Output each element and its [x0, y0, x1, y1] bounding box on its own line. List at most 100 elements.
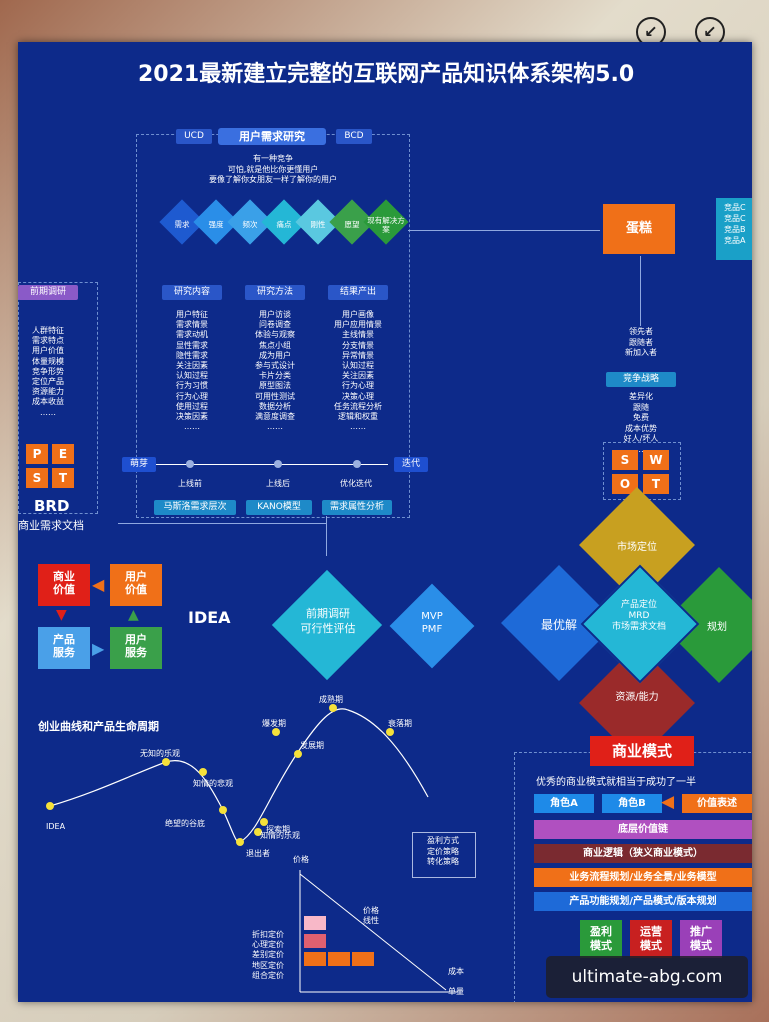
- list-item: 成为用户: [259, 350, 291, 360]
- list-item: 差异化: [629, 392, 653, 401]
- swot-w: W: [643, 450, 669, 470]
- list-item: 行为习惯: [176, 381, 208, 391]
- curve-label: 衰落期: [388, 719, 412, 728]
- price-line-label: 价格 线性: [363, 906, 379, 925]
- research-intro: 有一种竞争可怕,就是他比你更懂用户要像了解你女朋友一样了解你的用户: [209, 154, 337, 184]
- curve-dot: [272, 728, 280, 736]
- pre-research-list: 人群特征需求特点用户价值体量规模竞争形势定位产品资源能力成本收益……: [18, 326, 78, 418]
- user-value-box: 用户 价值: [110, 564, 162, 606]
- best-label: 最优解: [540, 618, 577, 632]
- plan-label: 规划: [707, 622, 727, 633]
- brd-title: BRD: [34, 497, 70, 515]
- list-item: 分支情景: [342, 340, 374, 350]
- pricing-chart: [299, 870, 458, 993]
- connector: [326, 516, 328, 556]
- timeline-label: 上线前: [178, 479, 202, 488]
- curve-dot: [162, 758, 170, 766]
- list-item: 可用性测试: [255, 391, 295, 401]
- list-item: ……: [350, 422, 366, 432]
- list-item: 异常情景: [342, 350, 374, 360]
- curve-dot: [236, 838, 244, 846]
- arrow-up-icon: ▲: [128, 607, 139, 623]
- list-item: 需求特点: [32, 336, 64, 346]
- list-item: 行为心理: [176, 391, 208, 401]
- list-item: 决策心理: [342, 391, 374, 401]
- research-output-list: 用户画像用户应用情景主线情景分支情景异常情景认知过程关注因素行为心理决策心理任务…: [320, 310, 396, 432]
- curve-dot: [199, 768, 207, 776]
- col-head-content: 研究内容: [162, 285, 222, 300]
- biz-value-box: 商业 价值: [38, 564, 90, 606]
- promo-mode: 推广 模式: [680, 920, 722, 958]
- role-b: 角色B: [602, 794, 662, 813]
- research-diamond-label: 需求: [174, 220, 190, 229]
- research-diamond-label: 愿望: [344, 220, 360, 229]
- curve-dot: [329, 704, 337, 712]
- list-item: 隐性需求: [176, 350, 208, 360]
- curve-label: 成熟期: [319, 695, 343, 704]
- list-item: 主线情景: [342, 330, 374, 340]
- list-item: 认知过程: [342, 361, 374, 371]
- pest-s: S: [26, 468, 48, 488]
- timeline-dot: [353, 460, 361, 468]
- curve-label: 退出者: [246, 849, 270, 858]
- research-heading: 用户需求研究: [218, 128, 326, 145]
- research-diamond-label: 频次: [242, 220, 258, 229]
- research-diamond-label: 强度: [208, 220, 224, 229]
- list-item: 用户访谈: [259, 310, 291, 319]
- connector: [640, 256, 642, 326]
- list-item: 用户价值: [32, 346, 64, 356]
- pricing-x-label: 单量: [448, 987, 464, 996]
- list-item: ……: [633, 444, 649, 454]
- ucd-tag: UCD: [176, 129, 212, 144]
- profit-list: 盈利方式定价策略转化策略: [427, 836, 459, 866]
- list-item: 焦点小组: [259, 340, 291, 350]
- pricing-y-label: 价格: [293, 855, 309, 864]
- curve-label: 无知的乐观: [140, 749, 180, 758]
- pricing-bar: [304, 916, 326, 930]
- list-item: 认知过程: [176, 371, 208, 381]
- swot-o: O: [612, 474, 638, 494]
- page-title: 2021最新建立完整的互联网产品知识体系架构5.0: [138, 62, 635, 87]
- pricing-bar: [328, 952, 350, 966]
- curve-dot: [219, 806, 227, 814]
- research-content-list: 用户特征需求情景需求动机显性需求隐性需求关注因素认知过程行为习惯行为心理使用过程…: [154, 310, 230, 432]
- list-item: 参与式设计: [255, 361, 295, 371]
- arrow-right-icon: ▶: [92, 639, 105, 658]
- curve-label: 爆发期: [262, 719, 286, 728]
- ops-mode: 运营 模式: [630, 920, 672, 958]
- list-item: 使用过程: [176, 401, 208, 411]
- mvp-label: MVP PMF: [421, 611, 443, 635]
- timeline-start: 萌芽: [122, 457, 156, 472]
- legend-item: 地区定价: [252, 960, 284, 970]
- list-item: ……: [267, 422, 283, 432]
- curve-title: 创业曲线和产品生命周期: [38, 720, 159, 733]
- watermark: ultimate-abg.com: [546, 956, 748, 998]
- value-statement: 价值表述: [682, 794, 752, 813]
- list-item: 定位产品: [32, 377, 64, 387]
- biz-row-product: 产品功能规划/产品模式/版本规划: [534, 892, 752, 911]
- timeline-dot: [274, 460, 282, 468]
- curve-label: 知情的悲观: [193, 779, 233, 788]
- list-item: 成本收益: [32, 397, 64, 407]
- list-item: 逻辑和权重: [338, 412, 378, 422]
- curve-dot: [46, 802, 54, 810]
- timeline-label: 优化迭代: [340, 479, 372, 488]
- list-item: 问卷调查: [259, 320, 291, 330]
- bcd-tag: BCD: [336, 129, 372, 144]
- timeline-line: [156, 464, 388, 465]
- list-item: 用户应用情景: [334, 320, 382, 330]
- pre-research-heading: 前期调研: [18, 285, 78, 300]
- list-item: 决策因素: [176, 412, 208, 422]
- brd-subtitle: 商业需求文档: [18, 519, 84, 532]
- curve-label: IDEA: [46, 822, 66, 831]
- list-item: 跟随: [633, 402, 649, 412]
- feasibility-label: 前期调研 可行性评估: [300, 607, 356, 635]
- timeline-label: 上线后: [266, 479, 290, 488]
- list-item: 用户画像: [342, 310, 374, 319]
- list-item: 任务流程分析: [334, 401, 382, 411]
- legend-item: 差别定价: [252, 950, 284, 960]
- list-item: 用户特征: [176, 310, 208, 319]
- list-item: 需求动机: [176, 330, 208, 340]
- resource-label: 资源/能力: [615, 692, 659, 703]
